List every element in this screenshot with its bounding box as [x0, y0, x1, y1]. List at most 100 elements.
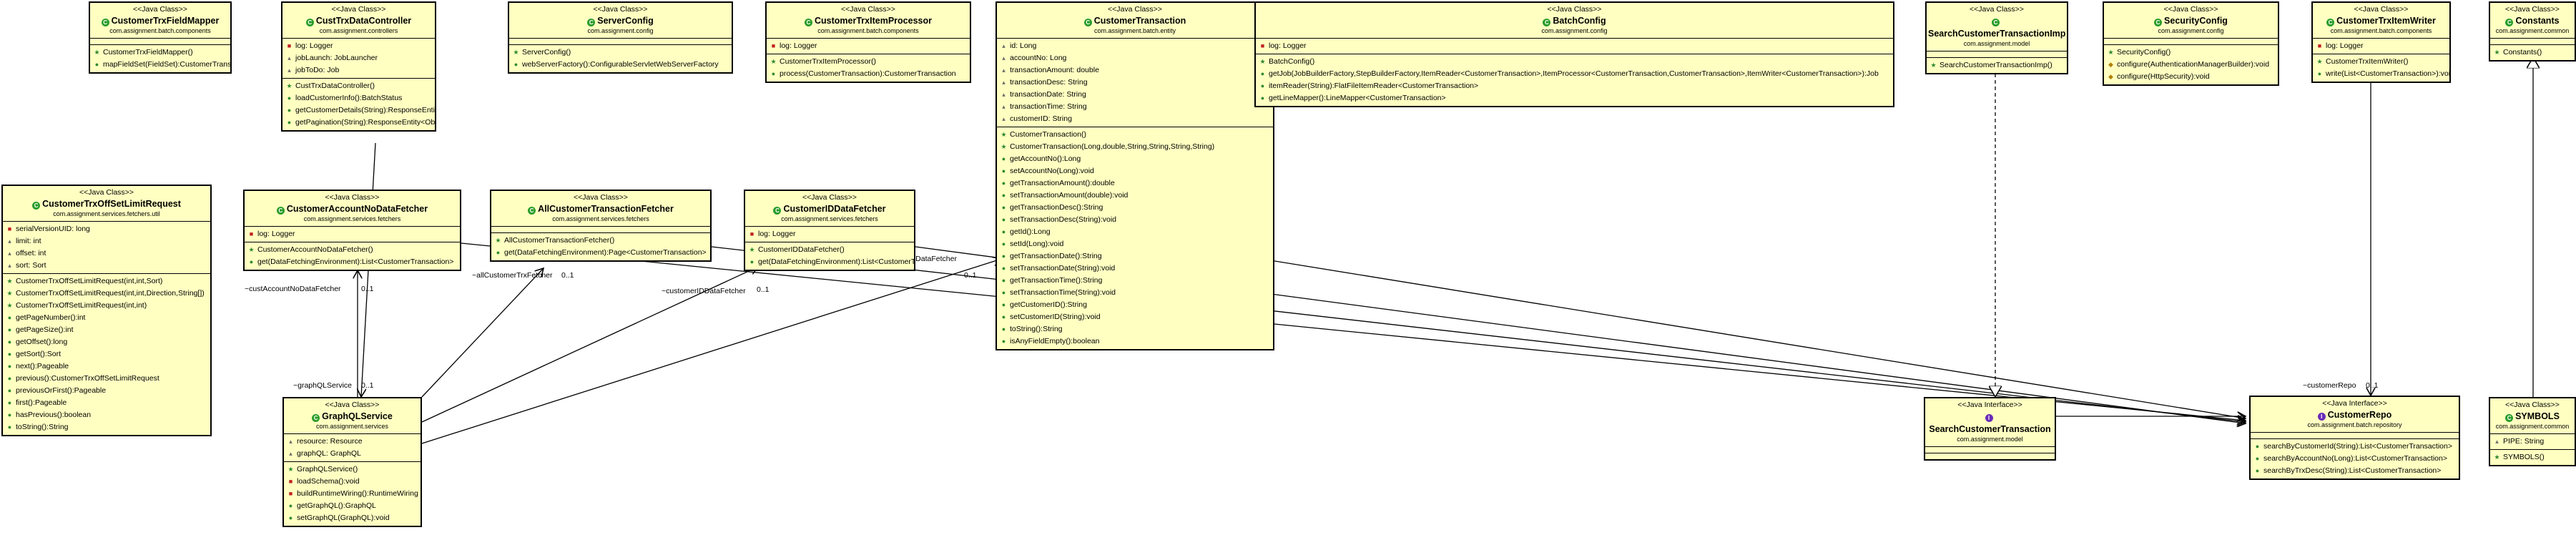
method-row[interactable]: ●getTransactionDate():String: [1000, 250, 1270, 262]
method-row[interactable]: ★CustTrxDataController(): [285, 80, 432, 92]
field-row[interactable]: ■serialVersionUID: long: [6, 223, 207, 235]
method-row[interactable]: ★SecurityConfig(): [2107, 46, 2275, 59]
field-row[interactable]: ▴customerID: String: [1000, 113, 1270, 125]
field-row[interactable]: ▴offset: int: [6, 247, 207, 260]
field-row[interactable]: ▴graphQL: GraphQL: [287, 448, 418, 460]
method-row[interactable]: ●getTransactionAmount():double: [1000, 177, 1270, 190]
field-row[interactable]: ▴limit: int: [6, 235, 207, 247]
method-row[interactable]: ★CustomerTrxOffSetLimitRequest(int,int): [6, 300, 207, 312]
method-row[interactable]: ★CustomerTrxFieldMapper(): [93, 46, 227, 59]
method-row[interactable]: ●getId():Long: [1000, 226, 1270, 238]
method-row[interactable]: ●first():Pageable: [6, 397, 207, 409]
field-row[interactable]: ▴id: Long: [1000, 40, 1270, 52]
method-row[interactable]: ●searchByAccountNo(Long):List<CustomerTr…: [2253, 453, 2456, 465]
method-row[interactable]: ★ServerConfig(): [512, 46, 729, 59]
class-searchimp[interactable]: <<Java Class>>CSearchCustomerTransaction…: [1925, 1, 2068, 74]
method-row[interactable]: ★CustomerTrxOffSetLimitRequest(int,int,D…: [6, 288, 207, 300]
field-row[interactable]: ■log: Logger: [247, 228, 457, 240]
field-row[interactable]: ▴resource: Resource: [287, 436, 418, 448]
method-row[interactable]: ●searchByCustomerId(String):List<Custome…: [2253, 441, 2456, 453]
method-row[interactable]: ★BatchConfig(): [1259, 56, 1890, 68]
method-row[interactable]: ■buildRuntimeWiring():RuntimeWiring: [287, 488, 418, 500]
method-row[interactable]: ●previousOrFirst():Pageable: [6, 385, 207, 397]
method-row[interactable]: ●webServerFactory():ConfigurableServletW…: [512, 59, 729, 71]
method-row[interactable]: ●getJob(JobBuilderFactory,StepBuilderFac…: [1259, 68, 1890, 80]
method-row[interactable]: ●setTransactionTime(String):void: [1000, 287, 1270, 299]
field-row[interactable]: ▴transactionAmount: double: [1000, 64, 1270, 77]
method-row[interactable]: ●searchByTrxDesc(String):List<CustomerTr…: [2253, 465, 2456, 477]
field-row[interactable]: ■log: Logger: [1259, 40, 1890, 52]
field-row[interactable]: ■log: Logger: [285, 40, 432, 52]
field-row[interactable]: ▴jobToDo: Job: [285, 64, 432, 77]
method-row[interactable]: ●setTransactionDesc(String):void: [1000, 214, 1270, 226]
method-row[interactable]: ●setCustomerID(String):void: [1000, 311, 1270, 323]
field-row[interactable]: ▴sort: Sort: [6, 260, 207, 272]
method-row[interactable]: ●isAnyFieldEmpty():boolean: [1000, 335, 1270, 348]
method-row[interactable]: ●getPageNumber():int: [6, 312, 207, 324]
field-row[interactable]: ■log: Logger: [770, 40, 967, 52]
method-row[interactable]: ●setGraphQL(GraphQL):void: [287, 512, 418, 524]
method-row[interactable]: ■loadSchema():void: [287, 476, 418, 488]
method-row[interactable]: ●getLineMapper():LineMapper<CustomerTran…: [1259, 92, 1890, 104]
method-row[interactable]: ●getCustomerDetails(String):ResponseEnti…: [285, 104, 435, 117]
method-row[interactable]: ●hasPrevious():boolean: [6, 409, 207, 421]
method-row[interactable]: ●getTransactionTime():String: [1000, 275, 1270, 287]
field-row[interactable]: ▴transactionDesc: String: [1000, 77, 1270, 89]
method-row[interactable]: ●mapFieldSet(FieldSet):CustomerTransacti…: [93, 59, 230, 71]
method-row[interactable]: ★CustomerTransaction(): [1000, 129, 1270, 141]
method-row[interactable]: ●getPagination(String):ResponseEntity<Ob…: [285, 117, 435, 129]
field-row[interactable]: ▴transactionDate: String: [1000, 89, 1270, 101]
method-row[interactable]: ●get(DataFetchingEnvironment):List<Custo…: [247, 256, 457, 268]
field-row[interactable]: ■log: Logger: [2316, 40, 2447, 52]
method-row[interactable]: ★SearchCustomerTransactionImp(): [1929, 59, 2064, 72]
method-row[interactable]: ●getOffset():long: [6, 336, 207, 348]
method-row[interactable]: ●get(DataFetchingEnvironment):List<Custo…: [748, 256, 914, 268]
method-row[interactable]: ★Constants(): [2493, 46, 2572, 59]
method-row[interactable]: ●getCustomerID():String: [1000, 299, 1270, 311]
method-row[interactable]: ★CustomerAccountNoDataFetcher(): [247, 244, 457, 256]
method-row[interactable]: ★CustomerTransaction(Long,double,String,…: [1000, 141, 1270, 153]
method-row[interactable]: ●previous():CustomerTrxOffSetLimitReques…: [6, 373, 207, 385]
method-row[interactable]: ●setId(Long):void: [1000, 238, 1270, 250]
method-row[interactable]: ●setTransactionAmount(double):void: [1000, 190, 1270, 202]
method-row[interactable]: ●getAccountNo():Long: [1000, 153, 1270, 165]
method-row[interactable]: ●getGraphQL():GraphQL: [287, 500, 418, 512]
field-row[interactable]: ▴transactionTime: String: [1000, 101, 1270, 113]
field-row[interactable]: ▴PIPE: String: [2493, 436, 2572, 448]
method-row[interactable]: ●toString():String: [1000, 323, 1270, 335]
method-row[interactable]: ●getPageSize():int: [6, 324, 207, 336]
method-row[interactable]: ●getTransactionDesc():String: [1000, 202, 1270, 214]
method-row[interactable]: ●itemReader(String):FlatFileItemReader<C…: [1259, 80, 1890, 92]
method-row[interactable]: ◆configure(HttpSecurity):void: [2107, 71, 2275, 83]
class-searchiface[interactable]: <<Java Interface>>ISearchCustomerTransac…: [1924, 397, 2056, 461]
method-row[interactable]: ●setTransactionDate(String):void: [1000, 262, 1270, 275]
method-row[interactable]: ●loadCustomerInfo():BatchStatus: [285, 92, 432, 104]
method-row[interactable]: ★GraphQLService(): [287, 463, 418, 476]
method-row[interactable]: ●next():Pageable: [6, 360, 207, 373]
method-row[interactable]: ◆configure(AuthenticationManagerBuilder)…: [2107, 59, 2275, 71]
method-row[interactable]: ●setAccountNo(Long):void: [1000, 165, 1270, 177]
method-row[interactable]: ●toString():String: [6, 421, 207, 433]
method-row[interactable]: ★CustomerTrxItemProcessor(): [770, 56, 967, 68]
method-row[interactable]: ★CustomerTrxOffSetLimitRequest(int,int,S…: [6, 275, 207, 288]
method-row[interactable]: ●getSort():Sort: [6, 348, 207, 360]
method-row[interactable]: ★AllCustomerTransactionFetcher(): [494, 235, 707, 247]
field-row[interactable]: ▴jobLaunch: JobLauncher: [285, 52, 432, 64]
field-row[interactable]: ■log: Logger: [748, 228, 911, 240]
